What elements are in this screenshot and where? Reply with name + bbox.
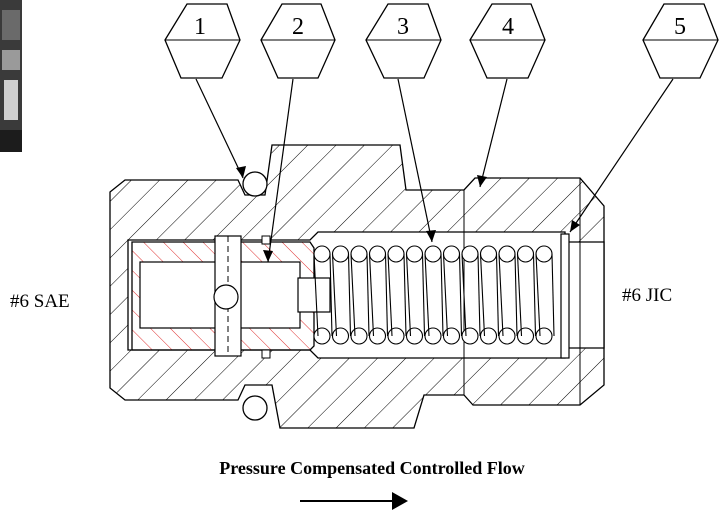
spring-coil-part — [424, 253, 430, 337]
spring-coil-part — [387, 245, 405, 263]
o-ring-top — [242, 171, 268, 197]
spring-coil-part — [442, 327, 461, 345]
callout-number: 2 — [292, 14, 304, 40]
spring-coil-part — [516, 253, 523, 337]
spring-coil-part — [535, 245, 553, 263]
spring-coil-part — [387, 327, 405, 345]
spring-coil-part — [350, 327, 368, 345]
leader-2-arrow — [263, 250, 273, 262]
callout-number: 5 — [674, 14, 686, 40]
spring-coil-part — [442, 245, 461, 263]
spring-coil-part — [516, 245, 535, 263]
spring-coil-part — [461, 253, 467, 337]
callout-number: 3 — [397, 14, 409, 40]
spring-coil-part — [405, 245, 424, 263]
o-ring-bottom — [242, 395, 268, 421]
spring-coil-part — [424, 327, 442, 345]
spring-coil-part — [384, 253, 389, 337]
spring-coil-part — [532, 253, 537, 337]
spring-coil-part — [442, 253, 449, 337]
callout-5: 5 — [642, 3, 719, 79]
spring-coil-part — [479, 245, 498, 263]
callout-4: 4 — [469, 3, 546, 79]
spring-coil-part — [551, 253, 555, 337]
spring-coil-part — [366, 253, 370, 337]
spring-coil-part — [331, 327, 350, 345]
spring-coil-part — [347, 253, 352, 337]
spring-coil-part — [421, 253, 426, 337]
spring-coil-part — [313, 253, 319, 337]
spring-coil-part — [498, 253, 504, 337]
spring-coil-part — [424, 245, 442, 263]
spring-coil-part — [405, 327, 424, 345]
caption: Pressure Compensated Controlled Flow — [219, 458, 525, 478]
spring-coil-part — [440, 253, 444, 337]
leader-1 — [195, 78, 244, 179]
callout-1: 1 — [164, 3, 241, 79]
spring-coil-part — [516, 327, 535, 345]
spring-coil-part — [461, 245, 479, 263]
spring-coil-part — [313, 327, 331, 345]
retaining-ring — [560, 233, 570, 359]
spring-coil-part — [498, 327, 516, 345]
spring-coil-part — [535, 327, 553, 345]
spring-coil-part — [329, 253, 333, 337]
spring-coil-part — [331, 245, 350, 263]
leader-5-arrow — [570, 220, 580, 232]
leader-3 — [397, 78, 433, 243]
spring-coil-part — [350, 245, 368, 263]
leader-4-arrow — [477, 175, 487, 187]
callout-2: 2 — [260, 3, 336, 79]
port-label-left: #6 SAE — [10, 291, 70, 312]
spring-coil-part — [368, 253, 375, 337]
leader-5 — [569, 78, 674, 233]
spring-coil-part — [350, 253, 356, 337]
spring-coil-part — [368, 245, 387, 263]
port-label-right: #6 JIC — [622, 285, 672, 306]
spring-coil-part — [403, 253, 407, 337]
photo-thumbnail — [0, 0, 22, 152]
spring-coil-part — [331, 253, 338, 337]
spring-coil-part — [479, 327, 498, 345]
spring-coil-part — [495, 253, 500, 337]
spring-coil-part — [477, 253, 481, 337]
leader-3-arrow — [426, 230, 436, 242]
spring-coil-part — [405, 253, 412, 337]
spring-coil-part — [498, 245, 516, 263]
flow-direction-arrow — [300, 492, 408, 510]
piston-insert — [131, 235, 331, 359]
leader-2 — [267, 78, 294, 263]
spring-coil-part — [461, 327, 479, 345]
spring-coil-part — [313, 245, 331, 263]
leader-4 — [479, 78, 508, 188]
spring-coil-part — [479, 253, 486, 337]
callout-number: 1 — [194, 14, 206, 40]
spring-coil-part — [368, 327, 387, 345]
callouts: 1 2 3 4 5 — [164, 3, 719, 263]
spring — [313, 245, 555, 345]
spring-coil-part — [535, 253, 541, 337]
spring-coil-part — [514, 253, 518, 337]
leader-1-arrow — [236, 166, 246, 178]
callout-number: 4 — [502, 14, 514, 40]
spring-coil-part — [387, 253, 393, 337]
spring-coil-part — [458, 253, 463, 337]
callout-3: 3 — [365, 3, 442, 79]
